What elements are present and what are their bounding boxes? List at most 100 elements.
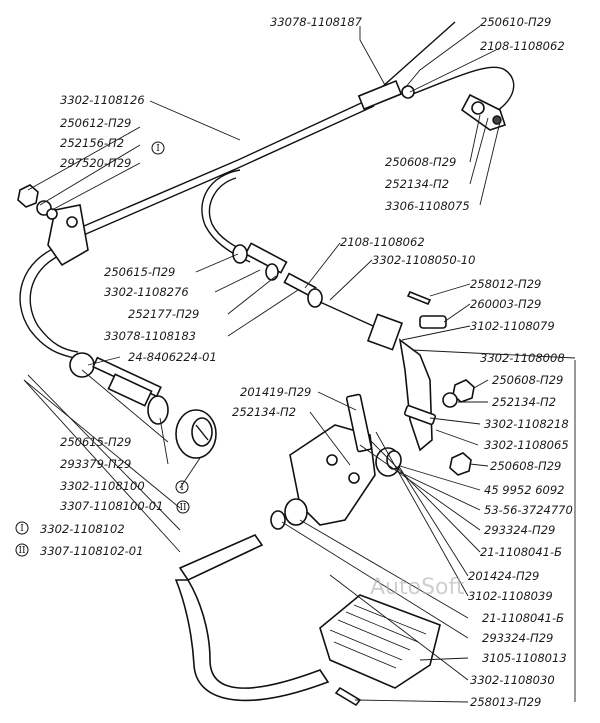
label-250610-p29: 250610-П29 <box>480 15 551 29</box>
label-252156-p2: 252156-П2 <box>60 136 124 150</box>
clevis-pin <box>419 315 447 329</box>
label-2108-1108062-mid: 2108-1108062 <box>340 235 425 249</box>
bolt-right <box>403 404 437 426</box>
label-260003-p29: 260003-П29 <box>470 297 541 311</box>
marker-two-1108102 <box>15 543 29 557</box>
marker-two-1108102-label: II <box>18 546 26 556</box>
inner-wire-top <box>371 21 456 97</box>
bracket-hole-1 <box>326 454 338 466</box>
nut-left <box>17 184 39 208</box>
cable-loop-left <box>19 244 76 359</box>
label-258013-p29: 258013-П29 <box>470 695 541 709</box>
clamp-hole <box>66 216 78 228</box>
pedal-lever-vertical <box>398 338 433 452</box>
label-3102-1108039: 3102-1108039 <box>468 589 553 603</box>
label-33078-1108187: 33078-1108187 <box>270 15 363 29</box>
label-3302-1108065: 3302-1108065 <box>484 438 569 452</box>
label-252134-p2-top: 252134-П2 <box>385 177 449 191</box>
throttle-nut <box>147 395 169 425</box>
label-201424-p29: 201424-П29 <box>468 569 539 583</box>
pedal-arm <box>174 579 330 702</box>
label-252134-p2-mid: 252134-П2 <box>232 405 296 419</box>
label-3302-1108008: 3302-1108008 <box>480 351 565 365</box>
label-3306-1108075: 3306-1108075 <box>385 199 470 213</box>
label-24-8406224-01: 24-8406224-01 <box>128 350 217 364</box>
marker-two-1108100-label: II <box>179 503 187 513</box>
label-3302-1108050-10: 3302-1108050-10 <box>372 253 475 267</box>
label-293324-p29-2: 293324-П29 <box>482 631 553 645</box>
label-3302-1108126: 3302-1108126 <box>60 93 145 107</box>
bushing-rear-1 <box>284 498 308 526</box>
cable-end-nut-top <box>401 85 415 99</box>
label-252134-p2-right: 252134-П2 <box>492 395 556 409</box>
label-3302-1108276: 3302-1108276 <box>104 285 189 299</box>
label-3307-1108100-01: 3307-1108100-01 <box>60 499 163 513</box>
label-3307-1108102-01: 3307-1108102-01 <box>40 544 143 558</box>
marker-one-top-label: I <box>156 144 160 154</box>
cable-middle-b <box>208 177 253 256</box>
adjust-nut-2 <box>265 263 279 281</box>
label-3105-1108013: 3105-1108013 <box>482 651 567 665</box>
label-3102-1108079: 3102-1108079 <box>470 319 555 333</box>
cable-loop-left-b <box>29 251 79 353</box>
label-252177-p29: 252177-П29 <box>128 307 199 321</box>
label-3302-1108100: 3302-1108100 <box>60 479 145 493</box>
label-250608-p29-top: 250608-П29 <box>385 155 456 169</box>
label-250612-p29: 250612-П29 <box>60 116 131 130</box>
cotter-pin-upper <box>406 290 432 306</box>
washer-top-right <box>471 101 485 115</box>
pedal-shaft <box>178 534 264 582</box>
clip-top-right <box>492 115 502 125</box>
marker-one-1108100 <box>175 480 189 494</box>
cable-sheath-upper <box>69 97 373 233</box>
label-3302-1108102: 3302-1108102 <box>40 522 125 536</box>
cable-end-middle-nut <box>307 288 323 308</box>
marker-one-top <box>151 141 165 155</box>
inner-wire-loop <box>409 66 515 113</box>
marker-one-1108102-label: I <box>20 524 24 534</box>
bracket-hole-2 <box>348 472 360 484</box>
pedal-pad-hatch <box>329 604 427 669</box>
label-250615-p29-mid: 250615-П29 <box>104 265 175 279</box>
parts-drawing <box>17 21 515 707</box>
label-53-56-3724770: 53-56-3724770 <box>484 503 573 517</box>
label-293324-p29-1: 293324-П29 <box>484 523 555 537</box>
label-293379-p29: 293379-П29 <box>60 457 131 471</box>
label-258012-p29: 258012-П29 <box>470 277 541 291</box>
label-21-1108041-b-1: 21-1108041-Б <box>480 545 562 559</box>
label-21-1108041-b-2: 21-1108041-Б <box>482 611 564 625</box>
label-250608-p29-low: 250608-П29 <box>490 459 561 473</box>
washer-right-1 <box>442 392 458 408</box>
leader-lines <box>23 25 576 703</box>
pedal-pad <box>319 594 441 689</box>
washer-left-2 <box>46 208 58 220</box>
cable-clamp-bracket <box>47 204 89 267</box>
label-2108-1108062-top: 2108-1108062 <box>480 39 565 53</box>
label-297520-p29: 297520-П29 <box>60 156 131 170</box>
watermark: AutoSoft <box>370 575 465 600</box>
cable-end-fitting-top <box>357 79 403 111</box>
bushing-rear-2 <box>270 510 286 530</box>
label-33078-1108183: 33078-1108183 <box>104 329 196 343</box>
label-250615-p29-left: 250615-П29 <box>60 435 131 449</box>
label-3302-1108030: 3302-1108030 <box>470 673 555 687</box>
throttle-sleeve <box>107 373 153 407</box>
label-3302-1108218: 3302-1108218 <box>484 417 569 431</box>
grommet-left <box>69 352 95 378</box>
nut-right-2 <box>449 452 472 476</box>
cable-sheath-upper-inner <box>71 105 375 241</box>
pivot-lever-top <box>460 93 507 131</box>
callout-labels: 33078-1108187 250610-П29 2108-1108062 33… <box>15 15 573 709</box>
label-250608-p29-right: 250608-П29 <box>492 373 563 387</box>
pedal-cotter <box>334 686 362 707</box>
inner-wire-middle <box>319 301 383 331</box>
throttle-knob-mark <box>195 424 209 441</box>
marker-one-1108102 <box>15 521 29 535</box>
label-45-9952-6092: 45 9952 6092 <box>484 483 564 497</box>
marker-two-1108100 <box>176 500 190 514</box>
clevis <box>366 313 404 351</box>
adjust-nut-1 <box>232 244 248 264</box>
label-201419-p29: 201419-П29 <box>240 385 311 399</box>
marker-one-1108100-label: I <box>180 483 184 493</box>
